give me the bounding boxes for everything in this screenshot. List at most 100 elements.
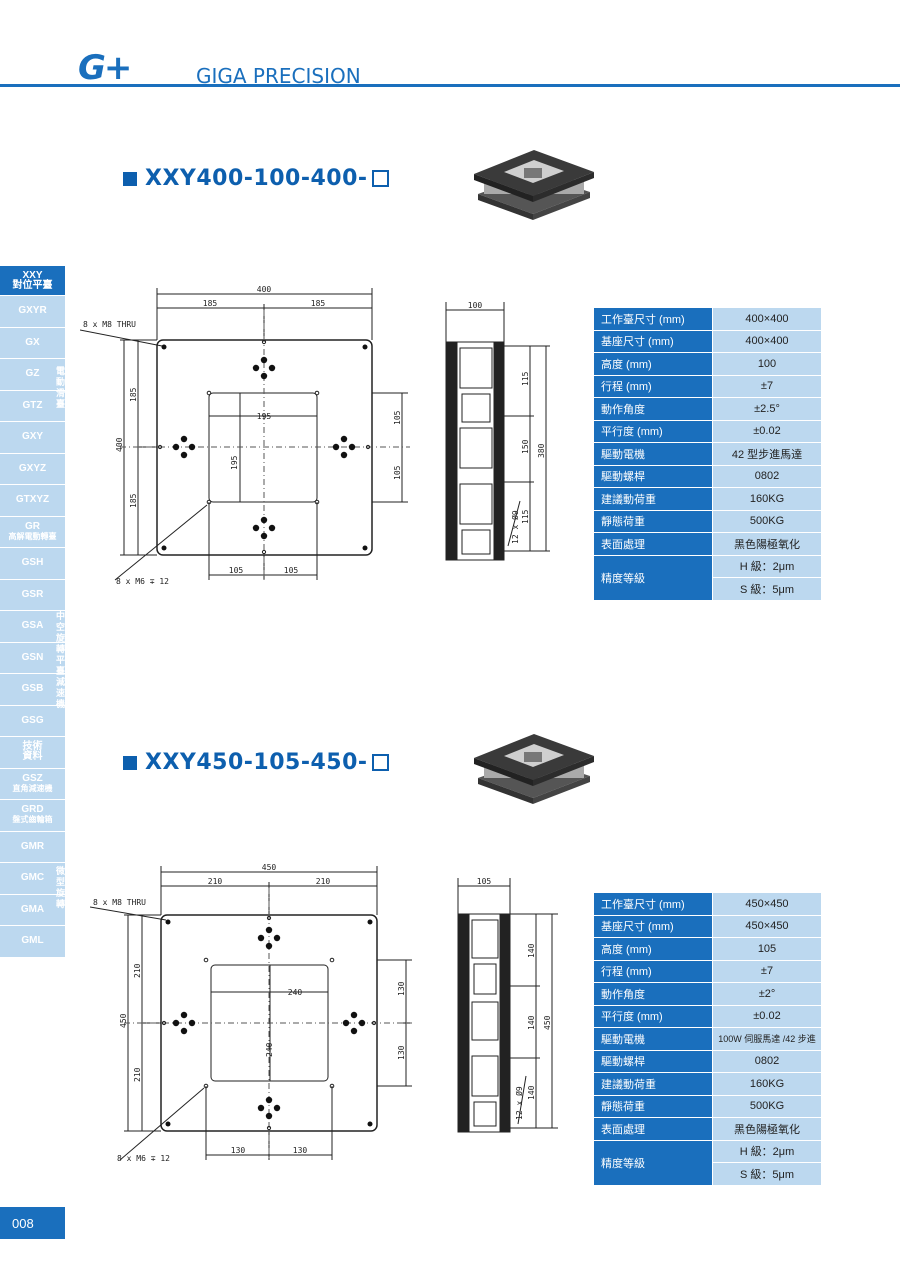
dim-half-width-left: 185 xyxy=(203,299,218,308)
dim-height: 400 xyxy=(115,437,124,452)
sidebar-item-gtz[interactable]: GTZ xyxy=(0,390,65,422)
dim-tapped-holes: 8 x M6 ∓ 12 xyxy=(116,577,169,586)
table-row: 表面處理黑色陽極氧化 xyxy=(593,1117,822,1141)
dim-side-b: 140 xyxy=(527,1015,536,1030)
dim-half-height-bottom: 210 xyxy=(133,1067,142,1082)
dim-bottom-left: 105 xyxy=(229,566,244,575)
table-row: 平行度 (mm)±0.02 xyxy=(593,1004,822,1028)
product-title: XXY450-105-450- xyxy=(123,750,389,775)
sidebar-group-micro: 微型旋轉 xyxy=(55,866,65,910)
dim-side-c: 115 xyxy=(521,509,530,524)
dim-side-height: 105 xyxy=(477,877,492,886)
table-row: S 級：5μm xyxy=(594,1162,822,1186)
dim-side-holes: 12 x Ø9 xyxy=(510,510,520,544)
dim-half-width-right: 210 xyxy=(316,877,331,886)
sidebar-item-gsg[interactable]: GSG xyxy=(0,705,65,737)
side-view-drawing: 105 140 140 140 450 12 x Ø9 xyxy=(457,877,558,1133)
sidebar-item-gxy[interactable]: GXY xyxy=(0,422,65,454)
header-rule xyxy=(0,84,900,87)
sidebar-item-gsa[interactable]: GSA xyxy=(0,611,65,643)
sidebar-item-gmr[interactable]: GMR xyxy=(0,831,65,863)
sidebar-item-gsn[interactable]: GSN xyxy=(0,642,65,674)
table-row: 工作臺尺寸 (mm)400×400 xyxy=(593,307,822,331)
dim-thru-holes: 8 x M8 THRU xyxy=(83,320,136,329)
dim-half-height-top: 210 xyxy=(133,963,142,978)
dim-side-c: 140 xyxy=(527,1085,536,1100)
dim-side-holes: 12 x Ø9 xyxy=(514,1086,524,1120)
table-row: 平行度 (mm)±0.02 xyxy=(593,419,822,443)
table-row: 基座尺寸 (mm)450×450 xyxy=(593,914,822,938)
brand-logo: G+ xyxy=(78,48,132,88)
table-row: 行程 (mm)±7 xyxy=(593,374,822,398)
table-row: 工作臺尺寸 (mm)450×450 xyxy=(593,892,822,916)
dim-bottom-right: 130 xyxy=(293,1146,308,1155)
table-row: S 級：5μm xyxy=(594,577,822,601)
sidebar-item-gz[interactable]: GZ xyxy=(0,359,65,391)
sidebar-item-gtxyz[interactable]: GTXYZ xyxy=(0,485,65,517)
dim-right-upper: 130 xyxy=(397,981,406,996)
dim-half-height-bottom: 185 xyxy=(129,493,138,508)
dim-inner-width: 240 xyxy=(288,988,303,997)
dim-right-upper: 105 xyxy=(393,410,402,425)
table-row: 高度 (mm)100 xyxy=(593,352,822,376)
top-view-drawing: 400 185 185 8 x M8 THRU 8 x M6 ∓ 12 195 … xyxy=(80,285,410,586)
dim-inner-width: 195 xyxy=(257,412,272,421)
table-row: 高度 (mm)105 xyxy=(593,937,822,961)
product-photo xyxy=(474,150,594,220)
table-row: 動作角度±2° xyxy=(593,982,822,1006)
sidebar-item-tech[interactable]: 技術資料 xyxy=(0,737,65,769)
sidebar-group-motion: 電動滑臺 xyxy=(55,366,65,410)
sidebar-group-hollow: 中空旋轉平臺減速機 xyxy=(55,611,65,710)
dim-inner-height: 195 xyxy=(230,455,239,470)
dim-bottom-right: 105 xyxy=(284,566,299,575)
dim-side-total: 380 xyxy=(537,443,546,458)
spec-table: 工作臺尺寸 (mm)450×450 基座尺寸 (mm)450×450 高度 (m… xyxy=(593,892,822,1186)
dim-inner-height: 240 xyxy=(265,1042,274,1057)
product-photo xyxy=(474,734,594,804)
dim-half-width-left: 210 xyxy=(208,877,223,886)
dim-thru-holes: 8 x M8 THRU xyxy=(93,898,146,907)
dim-height: 450 xyxy=(119,1013,128,1028)
dim-width: 400 xyxy=(257,285,272,294)
dim-side-height: 100 xyxy=(468,301,483,310)
dim-tapped-holes: 8 x M6 ∓ 12 xyxy=(117,1154,170,1163)
sidebar-item-gsr[interactable]: GSR xyxy=(0,579,65,611)
sidebar-item-gx[interactable]: GX xyxy=(0,327,65,359)
dim-side-a: 140 xyxy=(527,943,536,958)
sidebar-item-gxyr[interactable]: GXYR xyxy=(0,296,65,328)
sidebar-item-gmc[interactable]: GMC xyxy=(0,863,65,895)
sidebar-item-gsb[interactable]: GSB xyxy=(0,674,65,706)
dim-side-total: 450 xyxy=(543,1015,552,1030)
product-title: XXY400-100-400- xyxy=(123,166,389,191)
spec-table: 工作臺尺寸 (mm)400×400 基座尺寸 (mm)400×400 高度 (m… xyxy=(593,307,822,601)
table-row: 行程 (mm)±7 xyxy=(593,959,822,983)
table-row: 表面處理黑色陽極氧化 xyxy=(593,532,822,556)
side-view-drawing: 100 115 150 115 380 12 x Ø9 xyxy=(445,301,550,561)
sidebar-item-gxyz[interactable]: GXYZ xyxy=(0,453,65,485)
dim-bottom-left: 130 xyxy=(231,1146,246,1155)
dim-half-height-top: 185 xyxy=(129,387,138,402)
sidebar-item-gml[interactable]: GML xyxy=(0,926,65,958)
sidebar-item-gsh[interactable]: GSH xyxy=(0,548,65,580)
table-row: 動作角度±2.5° xyxy=(593,397,822,421)
sidebar-item-gma[interactable]: GMA xyxy=(0,894,65,926)
table-row: 基座尺寸 (mm)400×400 xyxy=(593,329,822,353)
dim-width: 450 xyxy=(262,863,277,872)
page-number: 008 xyxy=(0,1207,65,1239)
dim-half-width-right: 185 xyxy=(311,299,326,308)
